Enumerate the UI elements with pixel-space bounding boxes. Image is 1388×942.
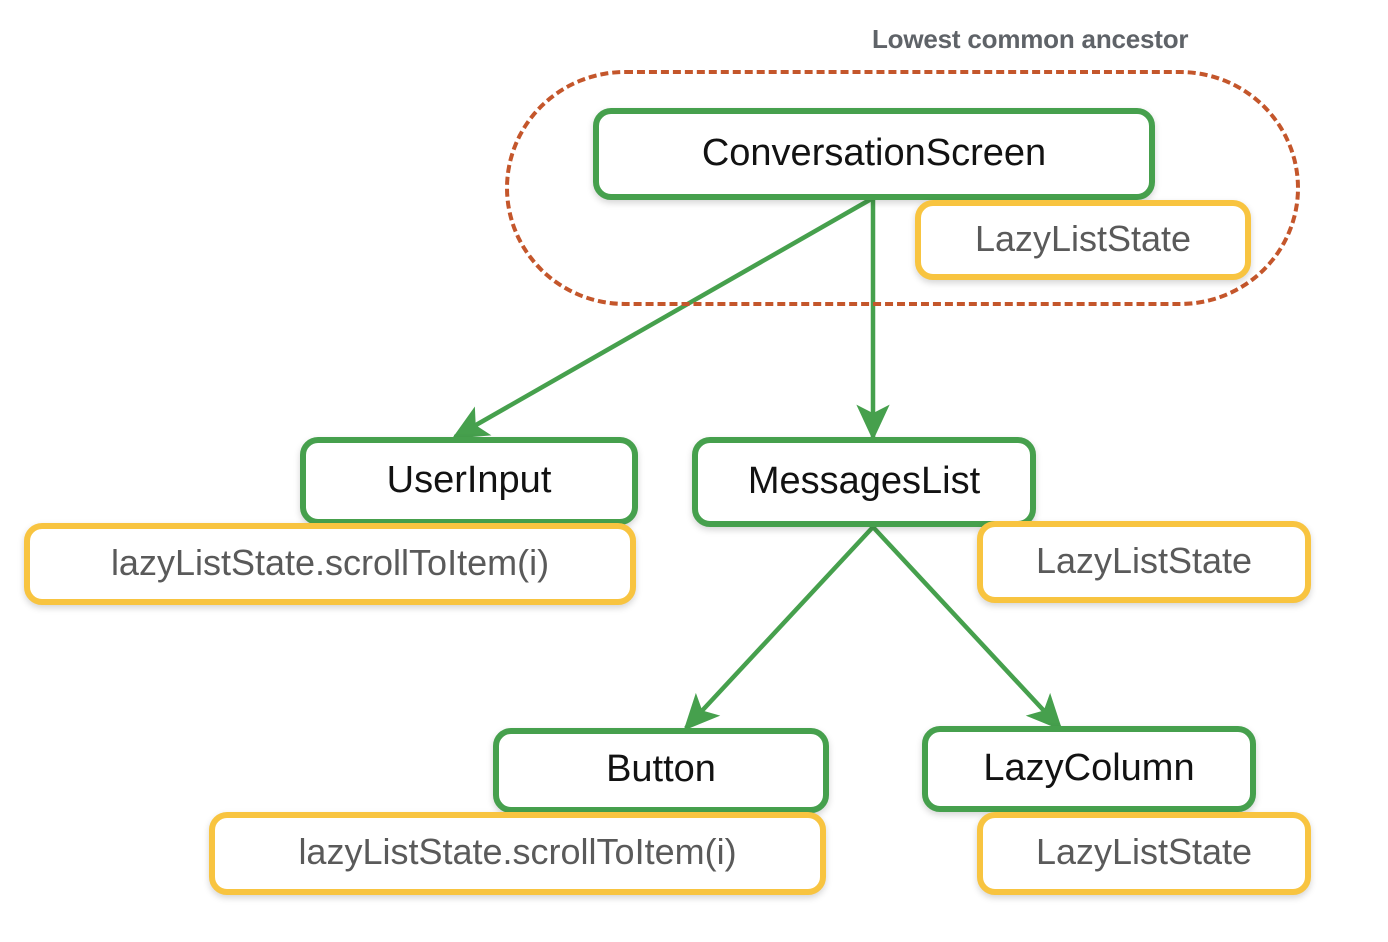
node-user-input-state[interactable]: lazyListState.scrollToItem(i) bbox=[24, 523, 636, 605]
lowest-common-ancestor-label: Lowest common ancestor bbox=[872, 24, 1189, 54]
node-conversation-screen-state[interactable]: LazyListState bbox=[915, 200, 1251, 280]
node-button-state[interactable]: lazyListState.scrollToItem(i) bbox=[209, 812, 826, 895]
node-user-input[interactable]: UserInput bbox=[300, 437, 638, 525]
node-user-input-label: UserInput bbox=[386, 458, 552, 501]
node-messages-list[interactable]: MessagesList bbox=[692, 437, 1036, 527]
node-lazy-column-state[interactable]: LazyListState bbox=[977, 812, 1311, 895]
lowest-common-ancestor-region bbox=[505, 70, 1300, 306]
node-lazy-column-label: LazyColumn bbox=[983, 746, 1195, 789]
node-messages-list-state-label: LazyListState bbox=[1035, 539, 1253, 581]
edge-messages_list-to-button bbox=[683, 525, 875, 731]
node-button-label: Button bbox=[606, 748, 716, 790]
node-conversation-screen[interactable]: ConversationScreen bbox=[593, 108, 1155, 200]
node-lazy-column[interactable]: LazyColumn bbox=[922, 726, 1256, 812]
node-messages-list-state[interactable]: LazyListState bbox=[977, 521, 1311, 603]
node-conversation-screen-state-label: LazyListState bbox=[974, 217, 1192, 259]
node-user-input-state-label: lazyListState.scrollToItem(i) bbox=[110, 541, 550, 583]
node-lazy-column-state-label: LazyListState bbox=[1035, 831, 1253, 872]
node-messages-list-label: MessagesList bbox=[747, 459, 981, 502]
node-conversation-screen-label: ConversationScreen bbox=[701, 131, 1047, 174]
node-button[interactable]: Button bbox=[493, 728, 829, 813]
node-button-state-label: lazyListState.scrollToItem(i) bbox=[298, 831, 737, 872]
